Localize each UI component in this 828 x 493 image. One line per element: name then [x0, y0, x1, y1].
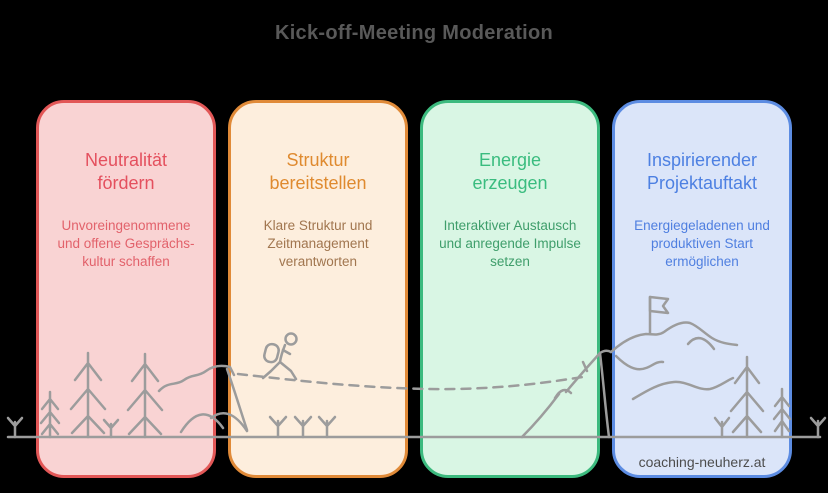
card-description: Energiegeladenen und produktiven Start e… [634, 218, 770, 269]
card-projektauftakt: Inspirierender Projektauftakt Energiegel… [612, 100, 792, 478]
card-title: Inspirierender Projektauftakt [646, 150, 758, 193]
card-neutralitaet: Neutralität fördern Unvoreingenommene un… [36, 100, 216, 478]
card-struktur: Struktur bereitstellen Klare Struktur un… [228, 100, 408, 478]
card-row: Neutralität fördern Unvoreingenommene un… [36, 100, 792, 478]
card-title: Struktur bereitstellen [269, 150, 367, 193]
card-title: Neutralität fördern [84, 150, 168, 193]
card-title: Energie erzeugen [472, 150, 548, 193]
card-description: Klare Struktur und Zeitmanagement verant… [263, 218, 373, 269]
card-energie: Energie erzeugen Interaktiver Austausch … [420, 100, 600, 478]
card-description: Unvoreingenommene und offene Gesprächs-k… [57, 218, 195, 269]
card-description: Interaktiver Austausch und anregende Imp… [439, 218, 581, 269]
website-watermark: coaching-neuherz.at [638, 454, 766, 470]
page-title: Kick-off-Meeting Moderation [274, 22, 554, 44]
